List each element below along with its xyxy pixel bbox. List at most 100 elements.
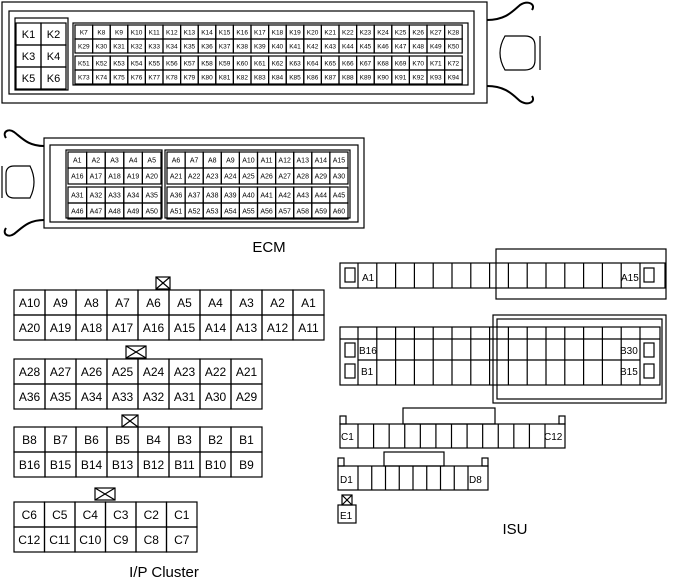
ipc-a2-pin-label: A26 (81, 365, 103, 379)
ecm-k-large-pin-label: K1 (22, 29, 35, 41)
ecm-a-right-pin-label: A9 (226, 158, 235, 165)
ecm-k-small-pin-block (72, 22, 469, 86)
ipc-c-pin-label: C8 (144, 533, 160, 547)
isu-a-housing-frame (495, 248, 667, 300)
ipc-a2-pin-label: A30 (205, 390, 227, 404)
ecm-a-right-pin-label: A58 (297, 209, 310, 216)
ecm-k-pin-label: K70 (412, 60, 424, 67)
isu-d-last-pin: D8 (469, 475, 482, 486)
ecm-k-pin-label: K94 (448, 74, 460, 81)
ipc-a2-pin-label: A25 (112, 365, 134, 379)
ecm-a-right-pin-label: A40 (242, 193, 255, 200)
ecm-k-pin-label: K80 (201, 74, 213, 81)
ecm-k-pin-label: K16 (236, 29, 248, 36)
ecm-k-pin-label: K76 (131, 74, 143, 81)
ecm-a-left-pin-label: A3 (110, 158, 119, 165)
ecm-a-left-pin-label: A33 (108, 193, 121, 200)
isu-b-row2-last: B15 (620, 367, 638, 378)
ecm-k-pin-label: K49 (430, 43, 442, 50)
ipc-a2-pin-label: A28 (19, 365, 41, 379)
ecm-a-right-pin-label: A29 (315, 174, 328, 181)
ecm-k-pin-label: K48 (412, 43, 424, 50)
ecm-k-pin-label: K47 (395, 43, 407, 50)
ecm-k-pin-label: K75 (113, 74, 125, 81)
ecm-k-pin-label: K51 (78, 60, 90, 67)
ipc-b-pin-label: B5 (115, 433, 130, 447)
ipc-c-pin-label: C10 (79, 533, 101, 547)
ecm-a-left-pin-label: A48 (108, 209, 121, 216)
ecm-k-pin-label: K55 (148, 60, 160, 67)
ipc-c-cell (165, 526, 198, 553)
ipc-b-pin-label: B4 (146, 433, 161, 447)
ecm-k-pin-label: K67 (360, 60, 372, 67)
ecm-a-right-pin-label: A27 (278, 174, 291, 181)
isu-connector-a: A1 A15 (339, 248, 667, 300)
ipc-b-pin-label: B7 (53, 433, 68, 447)
ipc-b-pin-label: B3 (177, 433, 192, 447)
ecm-k-pin-label: K92 (412, 74, 424, 81)
ecm-a-left-pin-label: A49 (127, 209, 140, 216)
ipc-b-pin-label: B2 (208, 433, 223, 447)
ecm-k-pin-label: K30 (96, 43, 108, 50)
ipc-c-pin-label: C12 (18, 533, 40, 547)
ipc-a2-pin-label: A27 (50, 365, 72, 379)
ecm-a-left-block (65, 149, 163, 219)
ecm-k-pin-label: K18 (272, 29, 284, 36)
ipc-a1-pin-label: A7 (115, 296, 130, 310)
ecm-a-right-pin-label: A12 (278, 158, 291, 165)
ecm-a-right-pin-label: A59 (315, 209, 328, 216)
ecm-k-large-pin-label: K2 (47, 29, 60, 41)
ecm-k-pin-label: K52 (96, 60, 108, 67)
ipc-b-pin-label: B14 (81, 458, 103, 472)
ipc-a2-pin-label: A33 (112, 390, 134, 404)
ipc-c-pin-label: C11 (49, 533, 70, 547)
ecm-k-pin-label: K61 (254, 60, 266, 67)
ecm-k-latch-tab (499, 35, 536, 71)
ecm-k-pin-label: K71 (430, 60, 442, 67)
ecm-a-right-pin-label: A21 (170, 174, 183, 181)
ipc-a1-cell (292, 314, 325, 341)
ipc-a2-pin-label: A35 (50, 390, 72, 404)
ipc-c-key-icon (94, 487, 116, 501)
isu-a-first-pin: A1 (362, 273, 375, 284)
ecm-k-pin-label: K12 (166, 29, 178, 36)
ecm-k-large-pin-label: K3 (22, 51, 35, 63)
ipc-b-pin-label: B12 (143, 458, 165, 472)
ecm-a-right-pin-label: A60 (333, 209, 346, 216)
ecm-a-left-pin-label: A31 (71, 193, 84, 200)
isu-a-pin-row (339, 262, 666, 289)
ipc-a1-pin-label: A4 (208, 296, 223, 310)
ecm-k-pin-label: K56 (166, 60, 178, 67)
isu-d-top-tab (383, 451, 445, 467)
ecm-k-pin-label: K33 (148, 43, 160, 50)
ecm-k-large-cell (40, 66, 67, 90)
ipc-a1-pin-label: A20 (19, 321, 41, 335)
ecm-a-left-pin-label: A32 (90, 193, 103, 200)
ecm-a-right-pin-label: A45 (333, 193, 346, 200)
ecm-k-large-pin-label: K4 (47, 51, 60, 63)
ecm-k-pin-label: K89 (360, 74, 372, 81)
isu-connector-b: B16 B30 B1 B15 (339, 314, 667, 404)
ecm-k-pin-label: K35 (184, 43, 196, 50)
ipc-b-pin-label: B15 (50, 458, 72, 472)
ecm-a-latch-tab (5, 165, 35, 199)
ecm-a-left-pin-label: A2 (92, 158, 101, 165)
ipc-b-pin-label: B13 (112, 458, 134, 472)
ecm-k-cell (444, 69, 463, 85)
isu-e-pin-box (337, 504, 357, 524)
ecm-k-large-pin-label: K5 (22, 73, 35, 85)
ecm-a-left-cell (141, 167, 162, 185)
ecm-k-pin-label: K86 (307, 74, 319, 81)
ecm-k-pin-label: K62 (272, 60, 284, 67)
ecm-k-pin-label: K90 (377, 74, 389, 81)
ecm-k-pin-label: K60 (236, 60, 248, 67)
ecm-a-inner-housing (49, 144, 359, 223)
ipc-a1-pin-label: A10 (19, 296, 41, 310)
ecm-k-pin-label: K7 (80, 29, 88, 36)
isu-connector-d: D1 D8 (337, 451, 489, 491)
ipc-a2-pin-label: A21 (236, 365, 258, 379)
ecm-k-pin-label: K34 (166, 43, 178, 50)
